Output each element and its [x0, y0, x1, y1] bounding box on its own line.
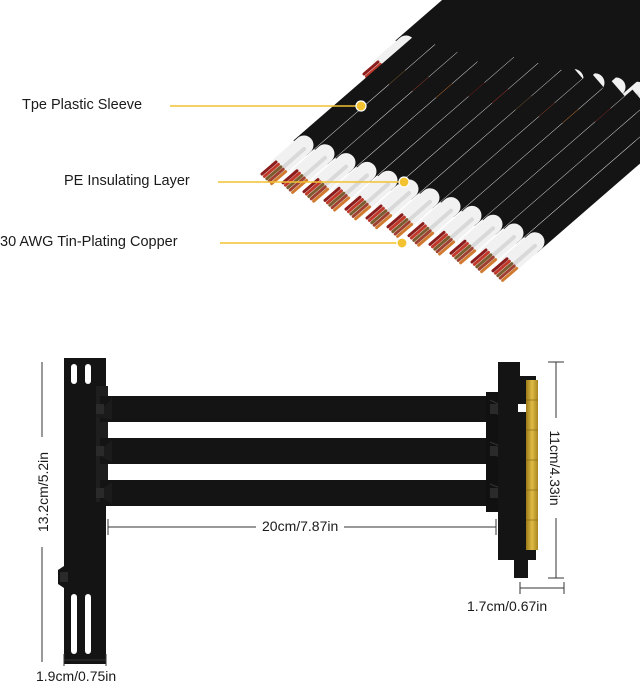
- callout-copper: [220, 237, 408, 249]
- bottom-cable: [491, 137, 640, 282]
- dim-cable-length: 20cm/7.87in: [256, 518, 345, 534]
- callout-insulating: [218, 176, 410, 188]
- label-pe-insulating: PE Insulating Layer: [64, 173, 190, 189]
- dim-bracket-height: 13.2cm/5.2in: [35, 437, 51, 547]
- dim-connector-width: 1.7cm/0.67in: [467, 598, 548, 614]
- bottom-cable: [281, 19, 478, 194]
- callout-sleeve: [170, 100, 367, 112]
- pcie-connector-board: [498, 362, 538, 578]
- lower-ribbon-cables: [260, 10, 640, 282]
- label-copper: 30 AWG Tin-Plating Copper: [0, 234, 178, 250]
- bottom-cable: [344, 45, 541, 221]
- bottom-cable: [428, 80, 625, 256]
- bottom-cable: [302, 28, 499, 203]
- bottom-cable: [470, 110, 640, 274]
- label-tpe-sleeve: Tpe Plastic Sleeve: [22, 97, 143, 113]
- bottom-cable: [407, 72, 604, 247]
- bottom-cable: [260, 10, 457, 186]
- bottom-cable: [386, 63, 583, 238]
- bottom-cable: [449, 89, 640, 265]
- bottom-cable: [365, 54, 562, 230]
- flat-cables: [96, 392, 517, 512]
- dim-bracket-width: 1.9cm/0.75in: [36, 668, 117, 684]
- dim-connector-height: 11cm/4.33in: [547, 418, 563, 518]
